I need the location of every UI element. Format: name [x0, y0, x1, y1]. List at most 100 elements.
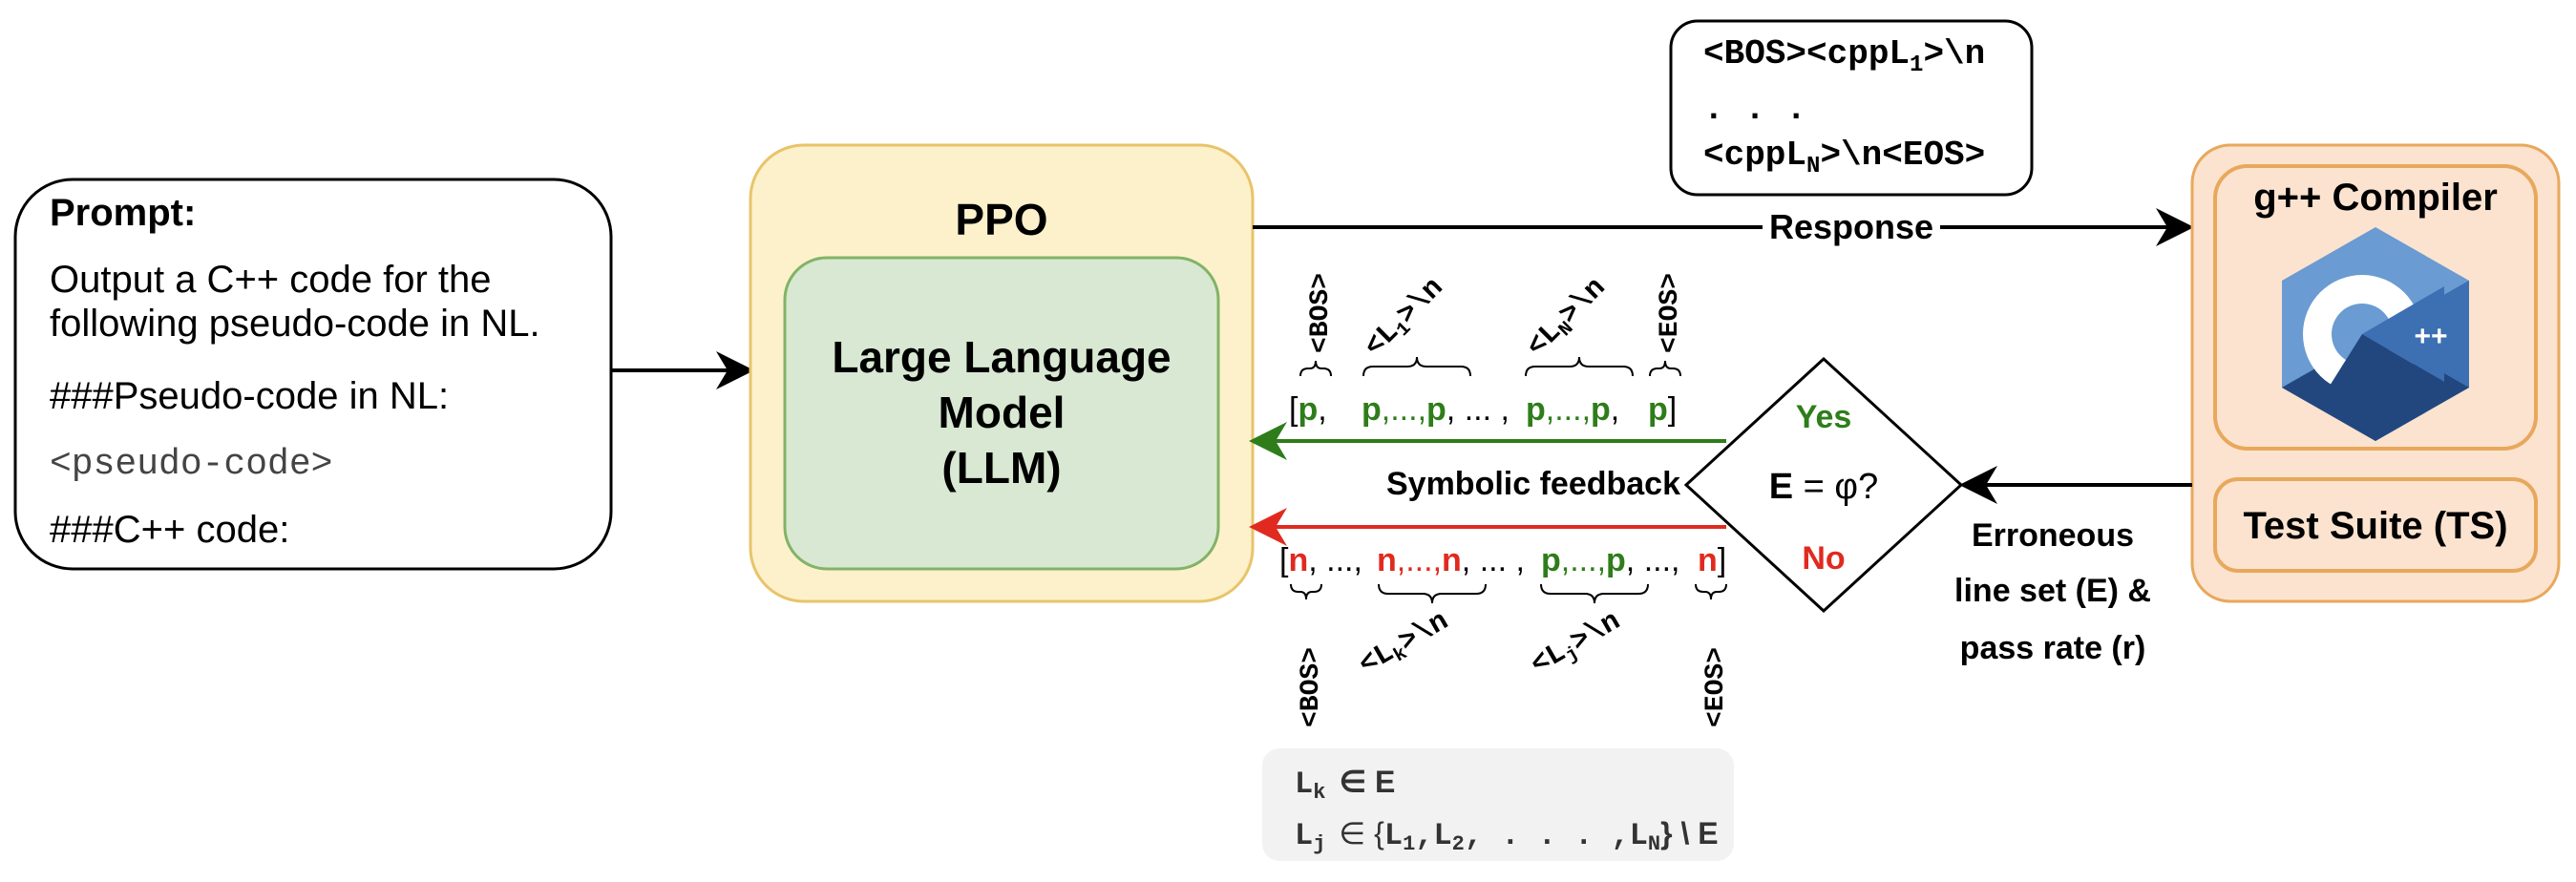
- no-brace-eos: [1695, 583, 1727, 600]
- yes-brace-ln: [1525, 356, 1634, 377]
- prompt-line-1: Output a C++ code for the: [50, 259, 492, 301]
- no-group1-end: n: [1442, 542, 1462, 578]
- format-line-1-end: >\n: [1923, 34, 1985, 74]
- no-label-eos: <EOS>: [1701, 647, 1731, 727]
- erroneous-line-1: Erroneous: [1972, 517, 2134, 554]
- no-group2-start: p: [1541, 542, 1561, 578]
- svg-text:p,...,p, ...,: p,...,p, ...,: [1541, 542, 1679, 578]
- decision-condition-rest: = φ?: [1793, 467, 1878, 507]
- no-group2-end: p: [1606, 542, 1626, 578]
- svg-text:E = φ?: E = φ?: [1769, 467, 1878, 507]
- prompt-placeholder: <pseudo-code>: [50, 444, 332, 485]
- cpp-logo-plus: ++: [2414, 321, 2447, 352]
- compiler-panel: g++ Compiler ++ Test Suite (TS): [2190, 143, 2561, 603]
- decision-yes-label: Yes: [1796, 399, 1852, 435]
- format-line-3-end: >\n<EOS>: [1820, 136, 1985, 175]
- no-sequence: [n, ..., n,...,n, ... , p,...,p, ..., n]…: [1279, 542, 1731, 727]
- svg-text:n,...,n, ... ,: n,...,n, ... ,: [1377, 542, 1525, 578]
- legend-lk: L: [1295, 766, 1313, 802]
- legend-lj: L: [1295, 818, 1313, 853]
- no-label-lj: <L: [1526, 637, 1572, 682]
- yes-mid-dots: , ... ,: [1446, 391, 1510, 428]
- legend-set-subn: N: [1648, 832, 1660, 856]
- no-brace-lj: [1540, 583, 1649, 604]
- no-label-bos: <BOS>: [1297, 647, 1326, 727]
- yes-group1-dots: ,...,: [1382, 391, 1426, 428]
- legend-set-middle: , . . . ,: [1465, 818, 1630, 853]
- llm-box: Large Language Model (LLM): [783, 256, 1220, 571]
- legend-set-l1: L: [1384, 818, 1403, 853]
- yes-first-p: p: [1298, 391, 1318, 428]
- yes-group2-dots: ,...,: [1546, 391, 1591, 428]
- response-format-box: <BOS><cppL1>\n . . . <cppLN>\n<EOS>: [1669, 19, 2034, 197]
- no-dots-1: , ...,: [1308, 542, 1362, 578]
- yes-label-eos: <EOS>: [1656, 273, 1685, 353]
- legend-lj-sub: j: [1313, 832, 1325, 856]
- svg-text:<cppLN>\n<EOS>: <cppLN>\n<EOS>: [1703, 136, 1985, 179]
- svg-text:[p,: [p,: [1289, 391, 1327, 428]
- svg-text:<Lk>\n: <Lk>\n: [1354, 605, 1456, 684]
- legend-set-ln: L: [1630, 818, 1648, 853]
- yes-group1-start: p: [1362, 391, 1382, 428]
- no-open-bracket: [: [1279, 542, 1289, 578]
- no-group1-start: n: [1377, 542, 1397, 578]
- yes-comma: ,: [1318, 391, 1326, 428]
- format-line-1: <BOS><cppL: [1703, 34, 1910, 74]
- yes-brace-l1: [1362, 356, 1471, 377]
- yes-close-bracket: ]: [1668, 391, 1677, 428]
- legend-set-sub2: 2: [1452, 832, 1465, 856]
- svg-text:Lk∈ E: Lk ∈ E: [1295, 765, 1395, 805]
- yes-comma-2: ,: [1611, 391, 1619, 428]
- yes-group1-end: p: [1426, 391, 1446, 428]
- yes-group2-start: p: [1526, 391, 1546, 428]
- llm-line-1: Large Language: [832, 332, 1171, 382]
- no-close-bracket: ]: [1718, 542, 1726, 578]
- no-brace-lk: [1378, 583, 1487, 604]
- yes-sequence: [p, p,...,p, ... , p,...,p, p] <BOS> <L1…: [1289, 272, 1685, 428]
- yes-brace-eos: [1649, 360, 1681, 377]
- legend-lk-sub: k: [1313, 781, 1325, 805]
- svg-text:Lj∈ {L1,L2, . . . ,LN} \ E: Lj∈ {L1,L2, . . . ,LN} \ E: [1295, 816, 1719, 856]
- svg-text:n]: n]: [1698, 542, 1726, 578]
- no-group1-dots: ,...,: [1397, 542, 1442, 578]
- ppo-box: PPO Large Language Model (LLM): [749, 143, 1255, 603]
- svg-text:p,...,p, ... ,: p,...,p, ... ,: [1362, 391, 1510, 428]
- format-line-3-sub: N: [1806, 154, 1820, 179]
- yes-label-bos: <BOS>: [1306, 273, 1336, 353]
- yes-brace-bos: [1299, 360, 1332, 377]
- compiler-label: g++ Compiler: [2253, 177, 2498, 219]
- svg-text:p,...,p,: p,...,p,: [1526, 391, 1619, 428]
- prompt-box: Prompt: Output a C++ code for the follow…: [13, 178, 613, 571]
- prompt-title: Prompt:: [50, 192, 196, 234]
- legend-set-l2: L: [1433, 818, 1451, 853]
- llm-line-3: (LLM): [941, 443, 1061, 493]
- feedback-label: Symbolic feedback: [1386, 466, 1680, 502]
- no-dots-2: , ... ,: [1462, 542, 1525, 578]
- erroneous-line-3: pass rate (r): [1960, 630, 2146, 666]
- prompt-line-5: ###C++ code:: [50, 509, 289, 551]
- svg-text:<LN>\n: <LN>\n: [1521, 272, 1615, 366]
- decision-no-label: No: [1802, 540, 1845, 577]
- legend-set-sub1: 1: [1403, 832, 1415, 856]
- legend-box: Lk∈ E Lj∈ {L1,L2, . . . ,LN} \ E: [1262, 748, 1734, 861]
- ppo-title: PPO: [955, 195, 1047, 244]
- compiler-box: g++ Compiler ++: [2213, 164, 2538, 451]
- yes-open-bracket: [: [1289, 391, 1299, 428]
- yes-group2-end: p: [1591, 391, 1611, 428]
- svg-text:<BOS><cppL1>\n: <BOS><cppL1>\n: [1703, 34, 1985, 78]
- erroneous-line-2: line set (E) &: [1954, 573, 2151, 609]
- format-line-1-sub: 1: [1910, 52, 1923, 78]
- no-first-n: n: [1288, 542, 1308, 578]
- no-dots-3: , ...,: [1626, 542, 1680, 578]
- no-group2-dots: ,...,: [1561, 542, 1606, 578]
- no-last-n: n: [1698, 542, 1718, 578]
- svg-text:<L1>\n: <L1>\n: [1359, 272, 1452, 366]
- legend-lk-rel: ∈ E: [1339, 765, 1395, 799]
- llm-line-2: Model: [939, 388, 1066, 437]
- no-brace-bos: [1290, 583, 1322, 600]
- format-line-3: <cppL: [1703, 136, 1806, 175]
- cpp-logo-icon: ++: [2282, 227, 2469, 441]
- legend-lj-rel: ∈ {: [1339, 816, 1384, 850]
- no-label-lk: <L: [1354, 637, 1400, 682]
